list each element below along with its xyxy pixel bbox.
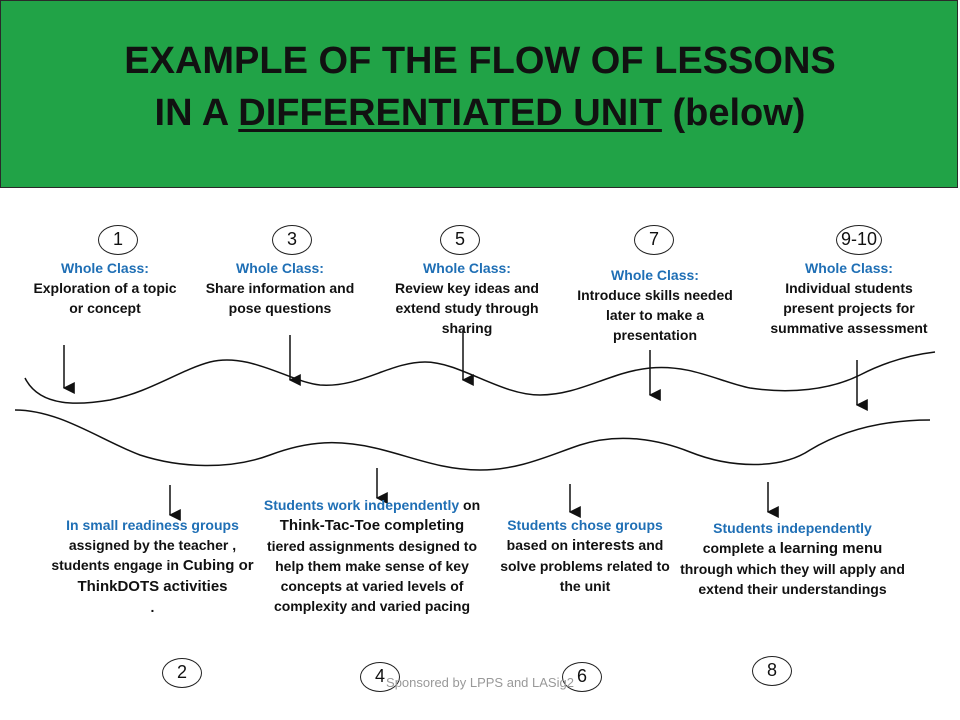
step-label-7: Whole Class:Introduce skills needed late…: [577, 267, 733, 343]
step-number-1: 1: [98, 225, 138, 255]
bottom-wave: [14, 409, 931, 471]
step-label-9-10: Whole Class:Individual students present …: [770, 260, 928, 336]
title-banner: [0, 0, 958, 188]
step-number-5: 5: [440, 225, 480, 255]
step-label-1: Whole Class:Exploration of a topic or co…: [33, 260, 177, 316]
step-number-8: 8: [752, 656, 792, 686]
page-title-line1: EXAMPLE OF THE FLOW OF LESSONS: [124, 40, 836, 82]
top-wave: [24, 351, 936, 404]
step-number-2: 2: [162, 658, 202, 688]
step-label-4: Students work independently on Think-Tac…: [263, 497, 481, 614]
step-number-4: 4: [360, 662, 400, 692]
step-label-3: Whole Class:Share information and pose q…: [205, 260, 355, 316]
page-title-line2: IN A DIFFERENTIATED UNIT (below): [154, 92, 806, 134]
step-number-3: 3: [272, 225, 312, 255]
step-label-5: Whole Class:Review key ideas and extend …: [395, 260, 539, 336]
title-underlined-phrase: DIFFERENTIATED UNIT: [238, 92, 662, 134]
footer-credit: Sponsored by LPPS and LASig2: [386, 675, 574, 690]
step-number-9-10: 9-10: [836, 225, 882, 255]
step-label-2: In small readiness groups assigned by th…: [51, 517, 254, 615]
step-number-6: 6: [562, 662, 602, 692]
step-label-6: Students chose groups based on interests…: [500, 517, 670, 594]
step-number-7: 7: [634, 225, 674, 255]
